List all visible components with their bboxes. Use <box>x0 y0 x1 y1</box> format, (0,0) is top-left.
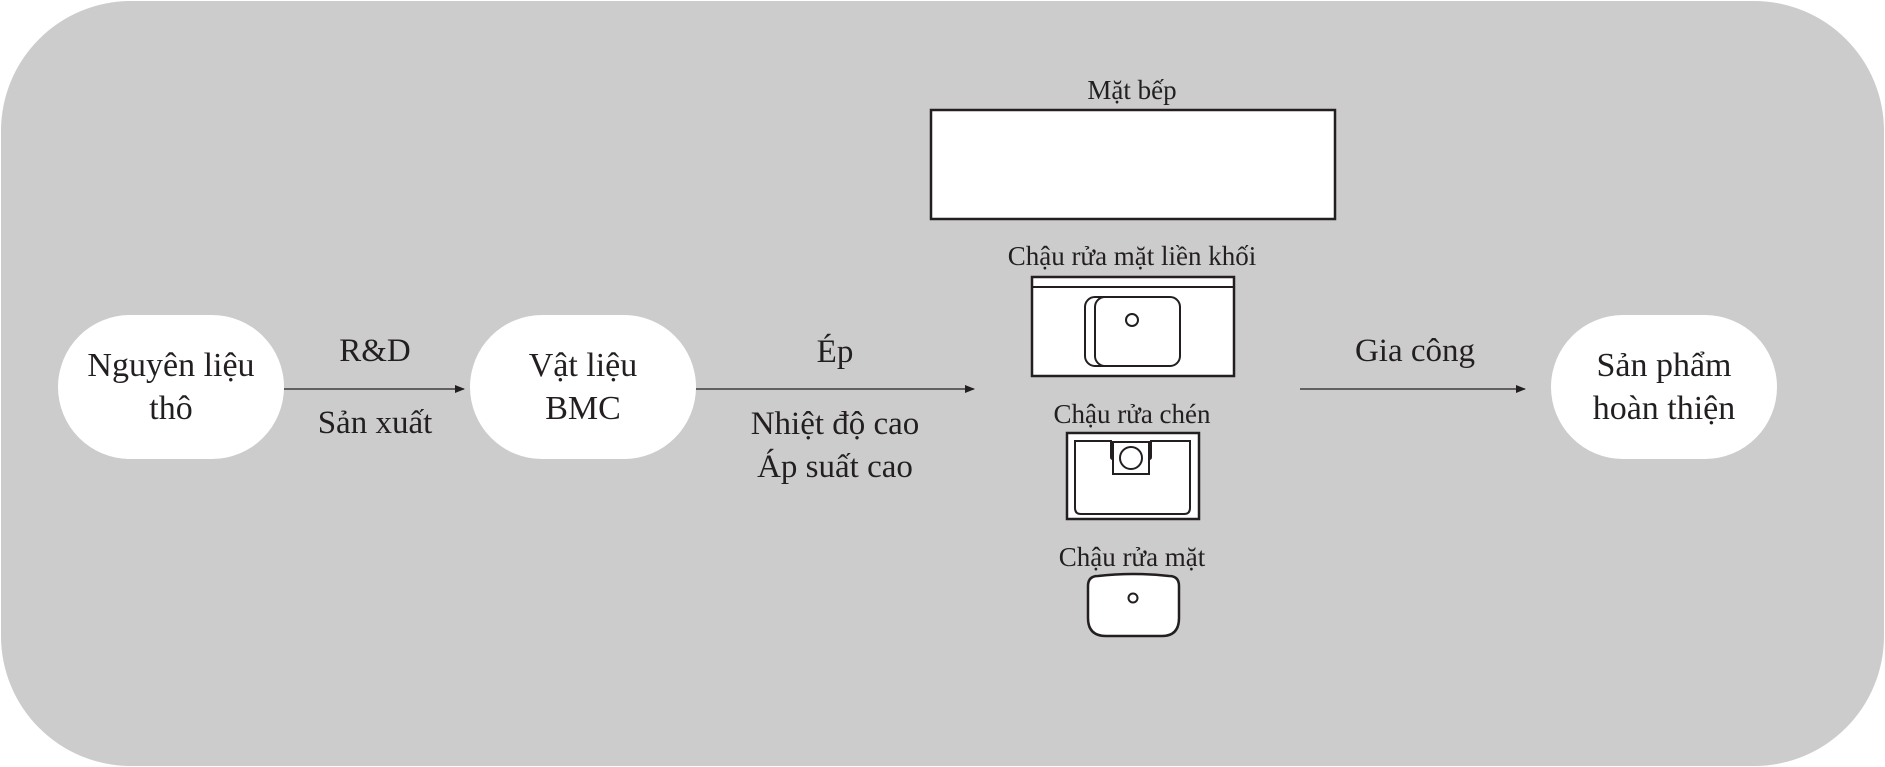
node-raw-material: Nguyên liệu thô <box>58 315 284 459</box>
product-kitchen-sink-label: Chậu rửa chén <box>1053 399 1211 429</box>
edge-production-label: Sản xuất <box>317 405 433 441</box>
node-finished-product-line1: Sản phẩm <box>1596 347 1732 384</box>
product-basin-label: Chậu rửa mặt <box>1058 542 1206 572</box>
edge-press-label: Ép <box>816 334 854 370</box>
node-raw-material-line1: Nguyên liệu <box>87 347 255 384</box>
node-raw-material-line2: thô <box>149 390 193 427</box>
node-finished-product-line2: hoàn thiện <box>1592 390 1736 427</box>
product-integrated-basin-label: Chậu rửa mặt liền khối <box>1007 241 1257 271</box>
node-bmc-material-line1: Vật liệu <box>528 347 638 384</box>
edge-machining-label: Gia công <box>1354 333 1476 369</box>
edge-high-pressure-label: Áp suất cao <box>757 449 913 485</box>
edge-high-temp-label: Nhiệt độ cao <box>750 406 920 442</box>
edge-rd-label: R&D <box>339 333 411 369</box>
node-bmc-material: Vật liệu BMC <box>470 315 696 459</box>
product-countertop-label: Mặt bếp <box>1087 75 1177 105</box>
node-bmc-material-line2: BMC <box>545 390 621 427</box>
node-finished-product: Sản phẩm hoàn thiện <box>1551 315 1777 459</box>
